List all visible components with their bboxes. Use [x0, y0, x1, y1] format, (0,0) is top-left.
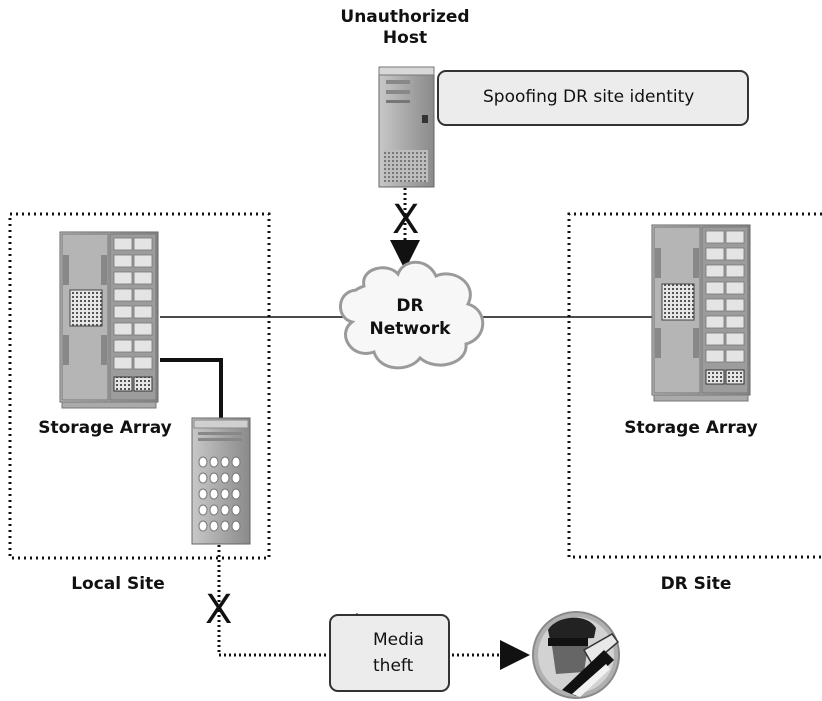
storage-array-dr-icon [651, 224, 751, 402]
server-tower-icon [378, 66, 435, 188]
dr-site-label: DR Site [660, 574, 732, 594]
unauthorized-host-label: Unauthorized Host [340, 7, 470, 48]
media-theft-line2: theft [373, 656, 414, 676]
dr-network-line2: Network [369, 319, 451, 339]
media-theft-path [217, 545, 330, 657]
storage-array-local-label: Storage Array [38, 418, 172, 438]
dr-site-boundary [567, 212, 822, 559]
spoofing-text: Spoofing DR site identity [483, 87, 695, 107]
tape-library-icon [191, 417, 251, 545]
spoofing-callout: Spoofing DR site identity [437, 70, 749, 126]
blocked-x-top: X [392, 197, 420, 243]
storage-array-local-icon [59, 231, 159, 409]
media-theft-callout: Media theft [329, 614, 450, 692]
thief-icon [532, 611, 620, 699]
array-to-tape-cable [160, 358, 223, 418]
dr-network-line1: DR [396, 296, 424, 316]
storage-array-dr-label: Storage Array [624, 418, 758, 438]
dr-network-label: DR Network [360, 295, 460, 341]
blocked-x-bottom: X [205, 587, 233, 633]
local-site-boundary [8, 212, 271, 560]
cloud-icon [339, 260, 485, 370]
media-theft-line1: Media [373, 630, 425, 650]
local-site-label: Local Site [71, 574, 165, 594]
